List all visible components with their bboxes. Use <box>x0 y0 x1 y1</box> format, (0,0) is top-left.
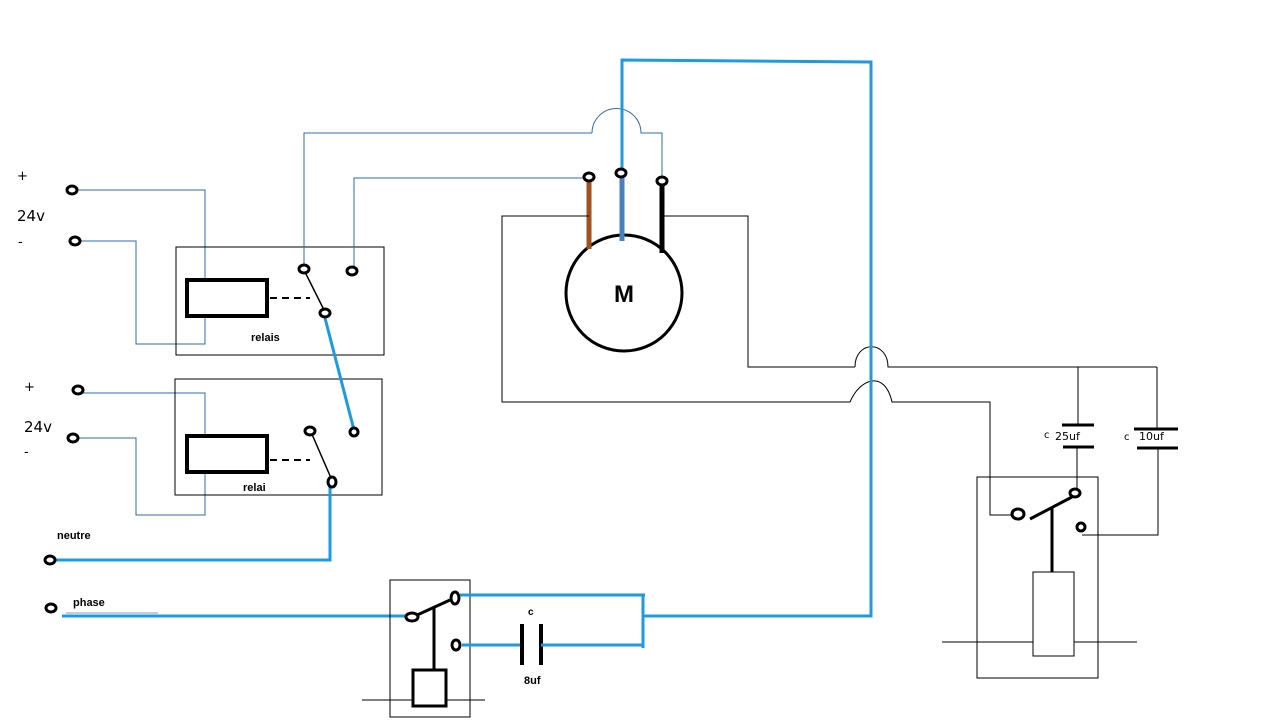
cap10-label: c <box>1124 432 1130 443</box>
cap8-value: 8uf <box>524 675 541 687</box>
cap10-bottom-lead <box>1082 448 1159 536</box>
bottom-switch-upper-terminal[interactable] <box>449 590 461 606</box>
relay1-coil <box>185 278 269 318</box>
supply1-plus-wire <box>75 189 206 278</box>
bottom-switch-coil <box>411 668 448 708</box>
neutral-wire <box>52 484 332 562</box>
supply1-minus-label: - <box>18 235 23 250</box>
supply1-plus-label: + <box>17 169 28 184</box>
relay1-label: relais <box>251 332 280 344</box>
supply2-plus-wire <box>80 392 206 436</box>
cap8-label: c <box>528 607 534 618</box>
supply1-minus-wire <box>77 240 206 345</box>
supply2-minus-wire <box>75 437 206 516</box>
cap25-value: 25uf <box>1055 430 1081 443</box>
relay2-no-terminal[interactable] <box>348 426 360 438</box>
start-relay-box <box>976 476 1099 679</box>
relay2-nc-terminal[interactable] <box>303 425 317 437</box>
start-relay-lower-terminal[interactable] <box>1075 521 1087 533</box>
supply1-minus-terminal[interactable] <box>68 235 82 247</box>
supply2-minus-label: - <box>24 445 29 460</box>
motor-blue-terminal[interactable] <box>614 167 628 179</box>
cap25-label: c <box>1044 430 1050 441</box>
relay2-switch-arm <box>310 431 332 479</box>
relay1-common-terminal[interactable] <box>297 263 311 275</box>
crossing-hop-upper <box>854 346 1078 368</box>
supply2-plus-terminal[interactable] <box>71 384 85 396</box>
neutral-terminal[interactable] <box>43 554 57 566</box>
relay-interconnect-wire <box>323 317 356 431</box>
crossing-hop-lower <box>849 380 1013 516</box>
phase-label: phase <box>73 597 105 609</box>
relay1-hop-wire <box>591 108 663 178</box>
relay2-output-terminal[interactable] <box>326 475 338 489</box>
supply1-plus-terminal[interactable] <box>65 184 79 196</box>
relay2-coil <box>185 434 269 474</box>
supply2-plus-label: + <box>24 380 35 395</box>
relay2-label: relai <box>243 482 266 494</box>
motor-brown-terminal[interactable] <box>582 171 596 183</box>
relay2-box <box>174 378 383 496</box>
bottom-switch-input-terminal[interactable] <box>404 611 420 623</box>
start-relay-coil <box>1032 571 1075 657</box>
relay1-no-terminal[interactable] <box>345 265 359 277</box>
relay1-output-terminal[interactable] <box>318 307 332 319</box>
relay1-no-to-motor-wire <box>353 177 586 270</box>
supply1-voltage-label: 24v <box>17 207 45 225</box>
start-relay-upper-terminal[interactable] <box>1068 487 1082 499</box>
main-supply-loop-wire <box>620 58 873 618</box>
relay1-common-to-motor-wire <box>303 132 592 268</box>
motor-left-frame-wire <box>501 215 850 403</box>
bottom-switch-lower-terminal[interactable] <box>450 638 462 652</box>
neutral-label: neutre <box>57 530 91 542</box>
motor-right-frame-wire <box>662 215 855 368</box>
relay1-box <box>175 246 385 356</box>
phase-terminal[interactable] <box>44 602 58 614</box>
supply2-minus-terminal[interactable] <box>66 432 80 444</box>
start-relay-common-terminal[interactable] <box>1010 507 1026 521</box>
relay1-switch-arm <box>304 271 326 313</box>
motor-label: M <box>614 281 634 308</box>
motor-black-terminal[interactable] <box>655 175 669 187</box>
cap10-value: 10uf <box>1139 430 1165 443</box>
bottom-switch-box <box>389 579 471 718</box>
supply2-voltage-label: 24v <box>24 418 52 436</box>
